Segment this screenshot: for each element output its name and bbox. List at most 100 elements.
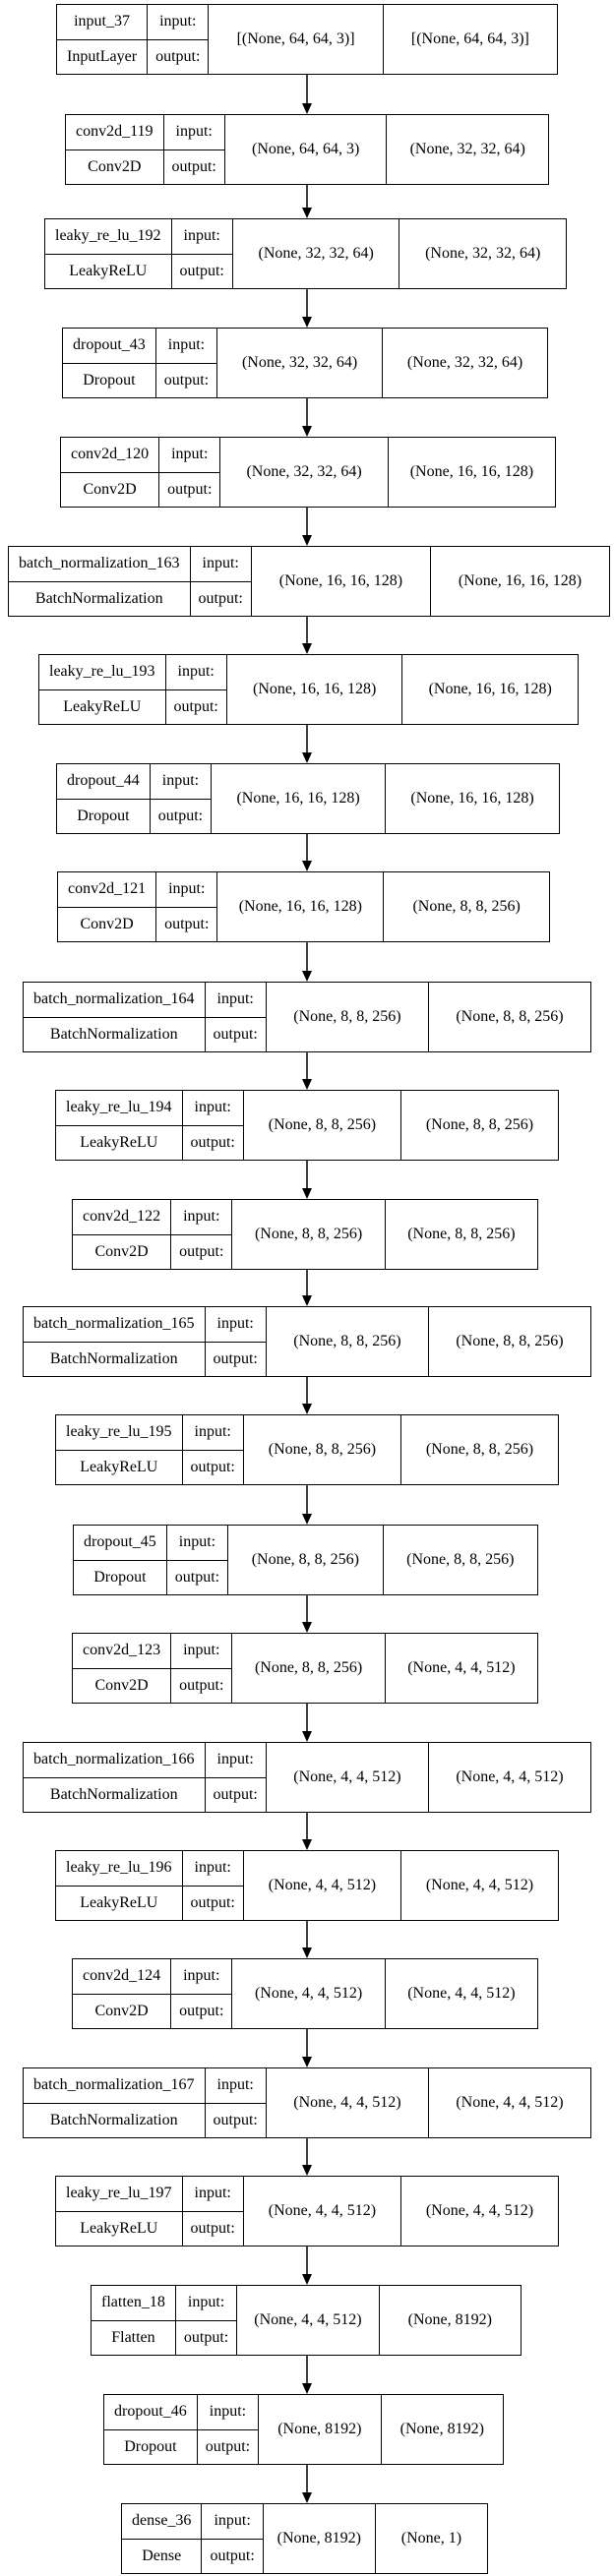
output-shape: (None, 8, 8, 256) xyxy=(412,898,521,915)
io-label-column: input: output: xyxy=(159,438,221,507)
io-label-column: input: output: xyxy=(148,5,210,74)
layer-node: dense_36 Dense input: output: (None, 819… xyxy=(121,2503,488,2574)
layer-node: dropout_44 Dropout input: output: (None,… xyxy=(56,763,560,834)
output-shape: (None, 16, 16, 128) xyxy=(409,463,534,480)
layer-name-column: batch_normalization_166 BatchNormalizati… xyxy=(24,1743,206,1812)
layer-name-column: input_37 InputLayer xyxy=(57,5,149,74)
layer-name: leaky_re_lu_194 xyxy=(56,1091,182,1126)
input-shape: (None, 8, 8, 256) xyxy=(267,983,429,1051)
io-label-column: input: output: xyxy=(205,2068,267,2137)
layer-type: LeakyReLU xyxy=(80,1893,158,1911)
layer-name-column: leaky_re_lu_196 LeakyReLU xyxy=(56,1851,183,1920)
input-label: input: xyxy=(182,1415,243,1451)
io-label-column: input: output: xyxy=(150,764,213,833)
input-shape: (None, 8, 8, 256) xyxy=(232,1634,386,1703)
input-label: input: xyxy=(205,983,266,1018)
layer-name: dropout_45 xyxy=(74,1526,166,1561)
arrowhead xyxy=(302,426,312,437)
input-label: input: xyxy=(156,872,217,908)
output-shape: (None, 4, 4, 512) xyxy=(456,1768,564,1785)
layer-name: conv2d_121 xyxy=(58,872,156,908)
arrowhead xyxy=(302,1947,312,1958)
input-label: input: xyxy=(182,1851,243,1887)
layer-type: LeakyReLU xyxy=(69,262,148,279)
layer-name: batch_normalization_165 xyxy=(24,1307,205,1343)
output-shape: (None, 8192) xyxy=(399,2421,484,2437)
io-label-column: input: output: xyxy=(205,1307,267,1376)
input-label: input: xyxy=(190,547,251,582)
layer-name-column: conv2d_123 Conv2D xyxy=(73,1634,172,1703)
layer-node: leaky_re_lu_192 LeakyReLU input: output:… xyxy=(44,218,567,289)
layer-name: dropout_44 xyxy=(57,764,150,800)
layer-name: leaky_re_lu_196 xyxy=(56,1851,182,1887)
output-shape: (None, 8, 8, 256) xyxy=(407,1226,516,1242)
input-label: input: xyxy=(205,1307,266,1343)
layer-type: LeakyReLU xyxy=(80,1458,158,1475)
io-label-column: input: output: xyxy=(171,1634,233,1703)
input-label: input: xyxy=(171,1634,232,1669)
output-label: output: xyxy=(213,1025,258,1043)
layer-name-column: leaky_re_lu_193 LeakyReLU xyxy=(39,655,166,724)
input-shape: (None, 8, 8, 256) xyxy=(232,1200,386,1269)
layer-type: LeakyReLU xyxy=(80,1133,158,1151)
layer-name: conv2d_122 xyxy=(73,1200,171,1235)
output-shape: (None, 1) xyxy=(400,2530,462,2546)
layer-name-column: batch_normalization_164 BatchNormalizati… xyxy=(24,983,206,1051)
input-label: input: xyxy=(175,2286,237,2321)
input-label: input: xyxy=(182,2177,243,2212)
input-shape: (None, 8, 8, 256) xyxy=(244,1415,401,1484)
layer-node: leaky_re_lu_197 LeakyReLU input: output:… xyxy=(55,2176,559,2247)
io-label-column: input: output: xyxy=(182,1415,244,1484)
output-shape: (None, 16, 16, 128) xyxy=(410,790,534,807)
input-label: input: xyxy=(165,655,226,690)
layer-name: flatten_18 xyxy=(92,2286,175,2321)
layer-name-column: conv2d_120 Conv2D xyxy=(61,438,160,507)
layer-node: conv2d_123 Conv2D input: output: (None, … xyxy=(72,1633,538,1704)
layer-name: batch_normalization_166 xyxy=(24,1743,205,1778)
layer-type: BatchNormalization xyxy=(49,1785,178,1803)
io-label-column: input: output: xyxy=(165,655,227,724)
input-shape: (None, 16, 16, 128) xyxy=(227,655,403,724)
layer-name-column: conv2d_119 Conv2D xyxy=(66,115,164,184)
output-label: output: xyxy=(167,480,213,498)
layer-name: dropout_46 xyxy=(104,2395,197,2430)
layer-name: input_37 xyxy=(57,5,148,40)
output-shape: (None, 16, 16, 128) xyxy=(458,572,583,589)
io-label-column: input: output: xyxy=(182,1851,244,1920)
output-label: output: xyxy=(179,2002,224,2019)
layer-type: Dropout xyxy=(83,371,136,389)
io-label-column: input: output: xyxy=(171,219,233,288)
layer-name-column: dropout_46 Dropout xyxy=(104,2395,198,2464)
output-shape: (None, 4, 4, 512) xyxy=(407,1659,516,1676)
io-label-column: input: output: xyxy=(197,2395,260,2464)
layer-node: dropout_43 Dropout input: output: (None,… xyxy=(62,328,548,398)
output-shape: (None, 16, 16, 128) xyxy=(428,681,552,697)
input-shape: (None, 32, 32, 64) xyxy=(220,438,389,507)
layer-name: conv2d_124 xyxy=(73,1959,171,1995)
output-shape: (None, 4, 4, 512) xyxy=(456,2094,564,2111)
layer-type: Dropout xyxy=(77,807,130,824)
layer-name-column: leaky_re_lu_192 LeakyReLU xyxy=(45,219,172,288)
arrowhead xyxy=(302,752,312,763)
output-label: output: xyxy=(210,2546,255,2564)
io-label-column: input: output: xyxy=(171,1959,233,2028)
layer-name: batch_normalization_164 xyxy=(24,983,205,1018)
arrowhead xyxy=(302,2057,312,2067)
output-shape: [(None, 64, 64, 3)] xyxy=(410,30,529,47)
layer-type: Conv2D xyxy=(94,2002,149,2019)
arrowhead xyxy=(302,208,312,218)
layer-name-column: leaky_re_lu_197 LeakyReLU xyxy=(56,2177,183,2246)
layer-type: Dropout xyxy=(124,2437,177,2455)
layer-name-column: conv2d_122 Conv2D xyxy=(73,1200,172,1269)
input-label: input: xyxy=(166,1526,228,1561)
layer-type: Dense xyxy=(142,2546,182,2564)
input-shape: (None, 4, 4, 512) xyxy=(244,2177,401,2246)
layer-type: Conv2D xyxy=(88,157,142,175)
output-label: output: xyxy=(164,915,210,932)
layer-name-column: dense_36 Dense xyxy=(122,2504,203,2573)
output-label: output: xyxy=(157,807,204,824)
output-shape: (None, 32, 32, 64) xyxy=(425,245,541,262)
input-label: input: xyxy=(205,1743,266,1778)
layer-type: LeakyReLU xyxy=(80,2219,158,2237)
